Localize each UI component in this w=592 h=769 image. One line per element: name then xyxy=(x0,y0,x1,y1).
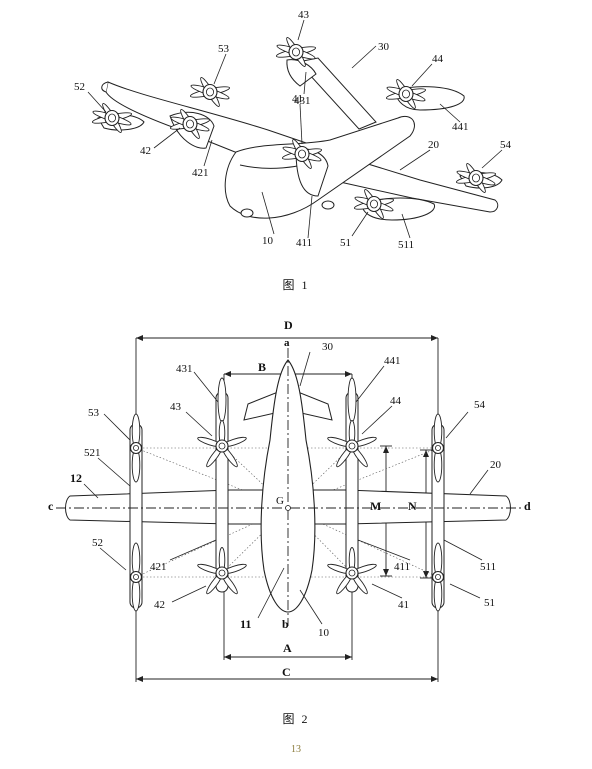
fig1-label-43: 43 xyxy=(298,9,310,21)
fig2-label-421: 421 xyxy=(150,561,167,573)
fig2-label-521: 521 xyxy=(84,447,101,459)
fig2-label-51: 51 xyxy=(484,597,495,609)
fig1-label-54: 54 xyxy=(500,139,512,151)
dimension-arrows xyxy=(136,335,438,682)
fig2-label-30: 30 xyxy=(322,341,334,353)
fig1-label-20: 20 xyxy=(428,139,440,151)
center-of-gravity-G xyxy=(285,505,291,511)
fig2-propeller-54 xyxy=(431,413,445,483)
figure-1-perspective-view xyxy=(97,57,503,221)
fig2-label-44: 44 xyxy=(390,395,402,407)
fig2-label-A: A xyxy=(283,641,292,655)
figure-2-plan-view: D a 30 431 B 441 43 44 53 54 521 20 12 c… xyxy=(48,318,531,682)
wing-tip-left xyxy=(101,81,109,93)
fig1-label-53: 53 xyxy=(218,43,230,55)
fig2-label-b: b xyxy=(282,617,289,631)
fig2-label-20: 20 xyxy=(490,459,502,471)
fig2-label-N: N xyxy=(408,499,417,513)
fig1-label-42: 42 xyxy=(140,145,151,157)
fig2-label-a: a xyxy=(284,337,290,349)
fig2-label-441: 441 xyxy=(384,355,401,367)
figure-2-labels: D a 30 431 B 441 43 44 53 54 521 20 12 c… xyxy=(48,318,531,679)
fig2-label-B: B xyxy=(258,360,266,374)
figure-1-labels: 43 53 30 52 44 41 431 441 42 421 20 54 1… xyxy=(74,9,512,251)
fig1-label-30: 30 xyxy=(378,41,390,53)
centerlines xyxy=(56,348,522,626)
fig2-label-C: C xyxy=(282,665,291,679)
fig1-label-41: 41 xyxy=(292,93,303,105)
figure-1-leaders xyxy=(87,19,503,239)
fig1-propeller-54 xyxy=(455,161,497,195)
fig2-label-52: 52 xyxy=(92,537,103,549)
fig2-propeller-51 xyxy=(431,542,445,612)
fig1-label-421: 421 xyxy=(192,167,209,179)
fig2-label-41: 41 xyxy=(398,599,409,611)
fig2-label-54: 54 xyxy=(474,399,486,411)
fig2-label-411: 411 xyxy=(394,561,410,573)
fig2-label-M: M xyxy=(370,499,381,513)
fig2-label-D: D xyxy=(284,318,293,332)
figure-2-caption: 图 2 xyxy=(282,712,310,726)
fig1-label-44: 44 xyxy=(432,53,444,65)
stowed-blades xyxy=(217,377,357,423)
fig1-label-511: 511 xyxy=(398,239,414,251)
fig1-label-52: 52 xyxy=(74,81,85,93)
figure-2-leaders xyxy=(83,351,489,625)
fig2-label-42: 42 xyxy=(154,599,165,611)
fig2-label-d: d xyxy=(524,499,531,513)
fig1-label-51: 51 xyxy=(340,237,351,249)
fig2-propeller-53 xyxy=(129,413,143,483)
page-number: 13 xyxy=(291,744,301,755)
fig2-label-11: 11 xyxy=(240,617,251,631)
fig1-label-10: 10 xyxy=(262,235,274,247)
fig2-label-c: c xyxy=(48,499,54,513)
figure-1-caption: 图 1 xyxy=(282,278,310,292)
landing-gear-left xyxy=(240,208,254,218)
fig2-label-511: 511 xyxy=(480,561,496,573)
fig2-label-43: 43 xyxy=(170,401,182,413)
fig1-label-411: 411 xyxy=(296,237,312,249)
landing-gear-right xyxy=(321,200,335,210)
fig2-label-G: G xyxy=(276,495,284,507)
fig2-label-12: 12 xyxy=(70,471,82,485)
fig1-propeller-53 xyxy=(189,75,231,109)
fig2-label-10: 10 xyxy=(318,627,330,639)
fig2-label-431: 431 xyxy=(176,363,193,375)
fig1-label-431: 431 xyxy=(294,95,311,107)
fig2-propeller-52 xyxy=(129,542,143,612)
fuselage-10 xyxy=(260,359,316,613)
fig2-label-53: 53 xyxy=(88,407,100,419)
fig1-label-441: 441 xyxy=(452,121,469,133)
